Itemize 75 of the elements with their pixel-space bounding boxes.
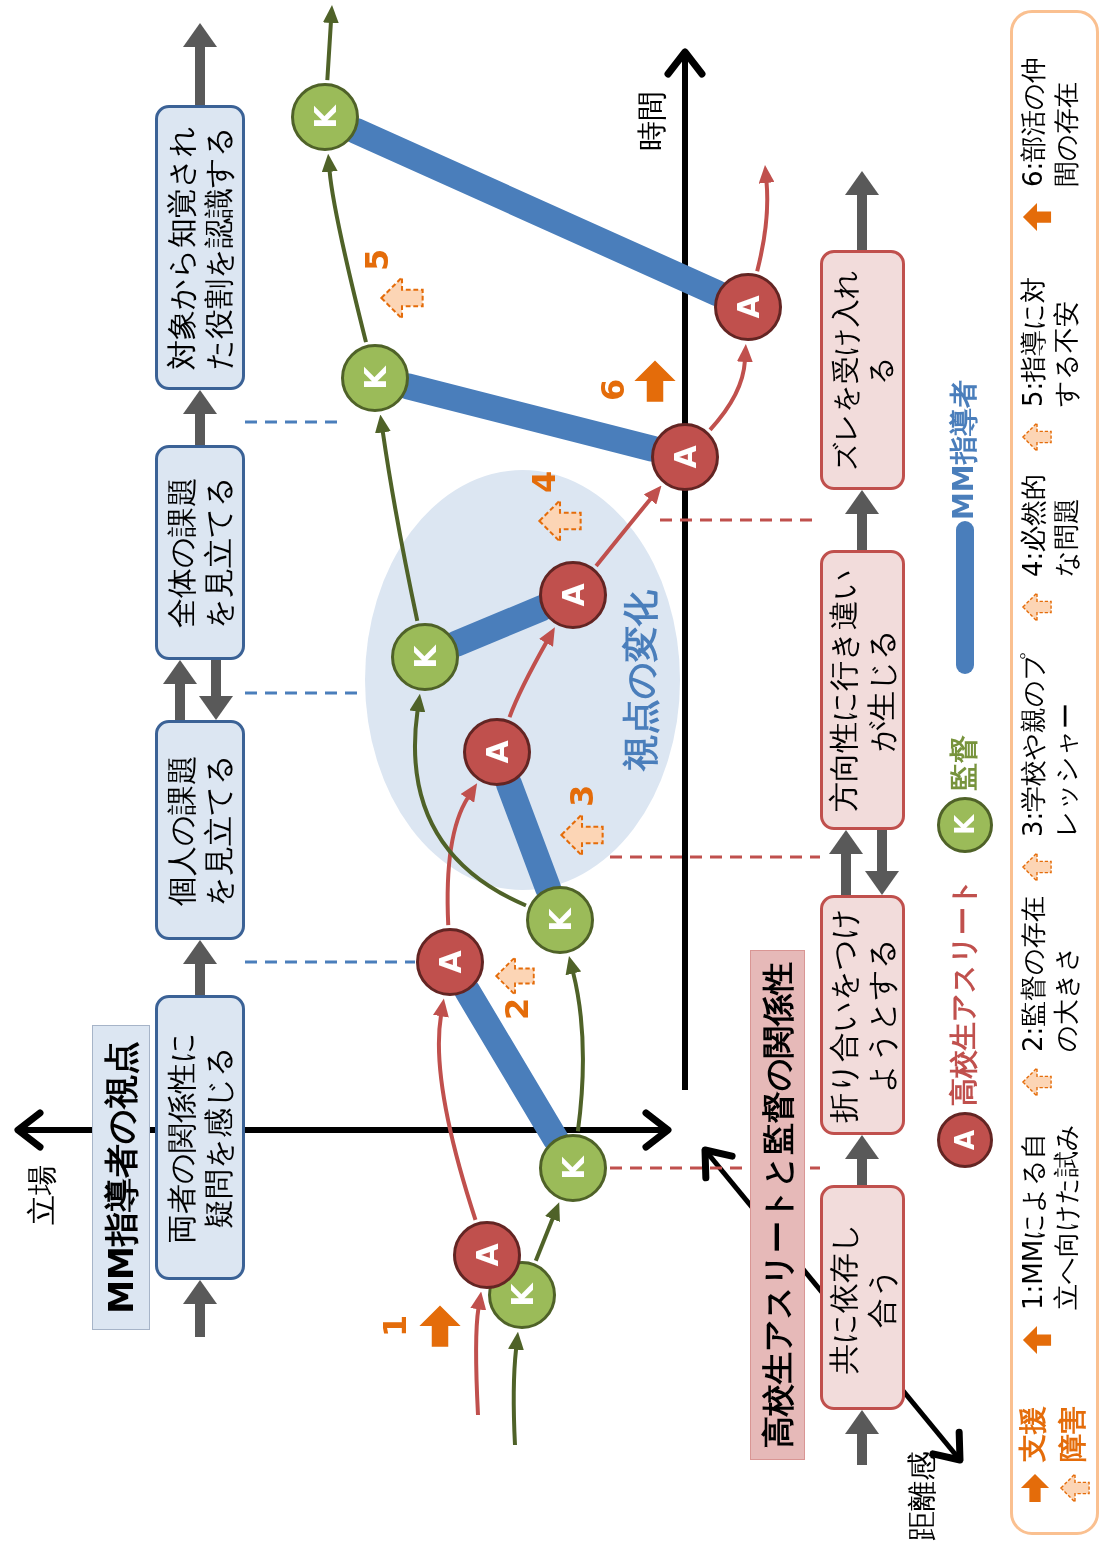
- axis-label: 距離感: [903, 1451, 940, 1541]
- arrow: [845, 1135, 879, 1185]
- marker-number: 6: [594, 378, 632, 401]
- support-arrow-icon: [418, 1304, 462, 1348]
- marker-number: 3: [563, 784, 601, 807]
- arrow: [183, 940, 217, 995]
- legend-label: 監督: [946, 735, 981, 791]
- letter-circle: K: [341, 344, 409, 412]
- arrow: [829, 830, 863, 895]
- marker-number: 5: [358, 248, 396, 271]
- letter-circle: K: [539, 1134, 607, 1202]
- legend-label: MM指導者: [946, 380, 981, 520]
- letter-circle: K: [526, 886, 594, 954]
- letter-circle: A: [937, 1112, 993, 1168]
- arrow: [470, 1291, 487, 1416]
- legend-label: 支援: [1015, 1406, 1050, 1462]
- legend-label: 5:指導に対する不安: [1017, 275, 1082, 407]
- arrow: [708, 344, 753, 432]
- process-box: 対象から知覚された役割を認識する: [155, 105, 245, 390]
- legend-label: 障害: [1055, 1406, 1090, 1462]
- arrow: [183, 1280, 217, 1337]
- arrow: [845, 490, 879, 550]
- arrow: [507, 627, 555, 718]
- arrow: [409, 693, 527, 908]
- ellipse-label: 視点の変化: [619, 589, 662, 771]
- axis-label: 立場: [23, 1165, 60, 1225]
- letter-circle: A: [539, 561, 607, 629]
- arrow: [183, 23, 217, 105]
- letter-circle: A: [416, 928, 484, 996]
- legend-label: 3:学校や親のプレッシャー: [1017, 651, 1082, 837]
- arrow: [845, 1410, 879, 1465]
- marker-number: 4: [525, 470, 563, 493]
- process-box: 全体の課題を見立てる: [155, 445, 245, 660]
- arrow: [322, 5, 339, 81]
- process-box: 両者の関係性に疑問を感じる: [155, 995, 245, 1280]
- legend-label: 4:必然的な問題: [1017, 472, 1082, 577]
- arrow: [565, 955, 585, 1132]
- marker-number: 2: [498, 997, 536, 1020]
- arrow: [433, 998, 478, 1221]
- obstacle-arrow-icon: [380, 276, 424, 320]
- arrow: [755, 165, 775, 272]
- letter-circle: K: [391, 623, 459, 691]
- letter-circle: A: [651, 423, 719, 491]
- arrow: [865, 830, 899, 895]
- process-box: 個人の課題を見立てる: [155, 720, 245, 940]
- obstacle-arrow-icon: [560, 813, 604, 857]
- arrow: [199, 660, 233, 720]
- arrow: [594, 485, 662, 568]
- axis-label: 時間: [633, 91, 670, 151]
- process-box: 方向性に行き違いが生じる: [820, 550, 905, 830]
- marker-number: 1: [376, 1314, 414, 1337]
- section-header: 高校生アスリートと監督の関係性: [750, 950, 805, 1460]
- legend-label: 6:部活の仲間の存在: [1017, 55, 1082, 187]
- support-arrow-icon: [633, 359, 677, 403]
- section-header: MM指導者の視点: [92, 1025, 150, 1330]
- letter-circle: A: [714, 273, 782, 341]
- arrow: [375, 414, 420, 622]
- process-box: 共に依存し合う: [820, 1185, 905, 1410]
- arrow: [508, 1331, 524, 1446]
- letter-circle: K: [937, 797, 993, 853]
- arrow: [533, 1202, 560, 1262]
- arrow: [445, 782, 477, 926]
- obstacle-arrow-icon: [495, 956, 535, 996]
- obstacle-arrow-icon: [538, 499, 582, 543]
- process-box: ズレを受け入れる: [820, 250, 905, 490]
- process-box: 折り合いをつけようとする: [820, 895, 905, 1135]
- arrow: [321, 153, 368, 343]
- letter-circle: K: [291, 83, 359, 151]
- legend-label: 高校生アスリート: [946, 878, 981, 1106]
- legend-label: 2:監督の存在の大きさ: [1017, 894, 1082, 1052]
- arrow: [183, 390, 217, 445]
- letter-circle: A: [463, 718, 531, 786]
- legend-label: 1:MMによる自立へ向けた試み: [1017, 1123, 1082, 1310]
- arrow: [845, 171, 879, 250]
- arrow: [163, 660, 197, 720]
